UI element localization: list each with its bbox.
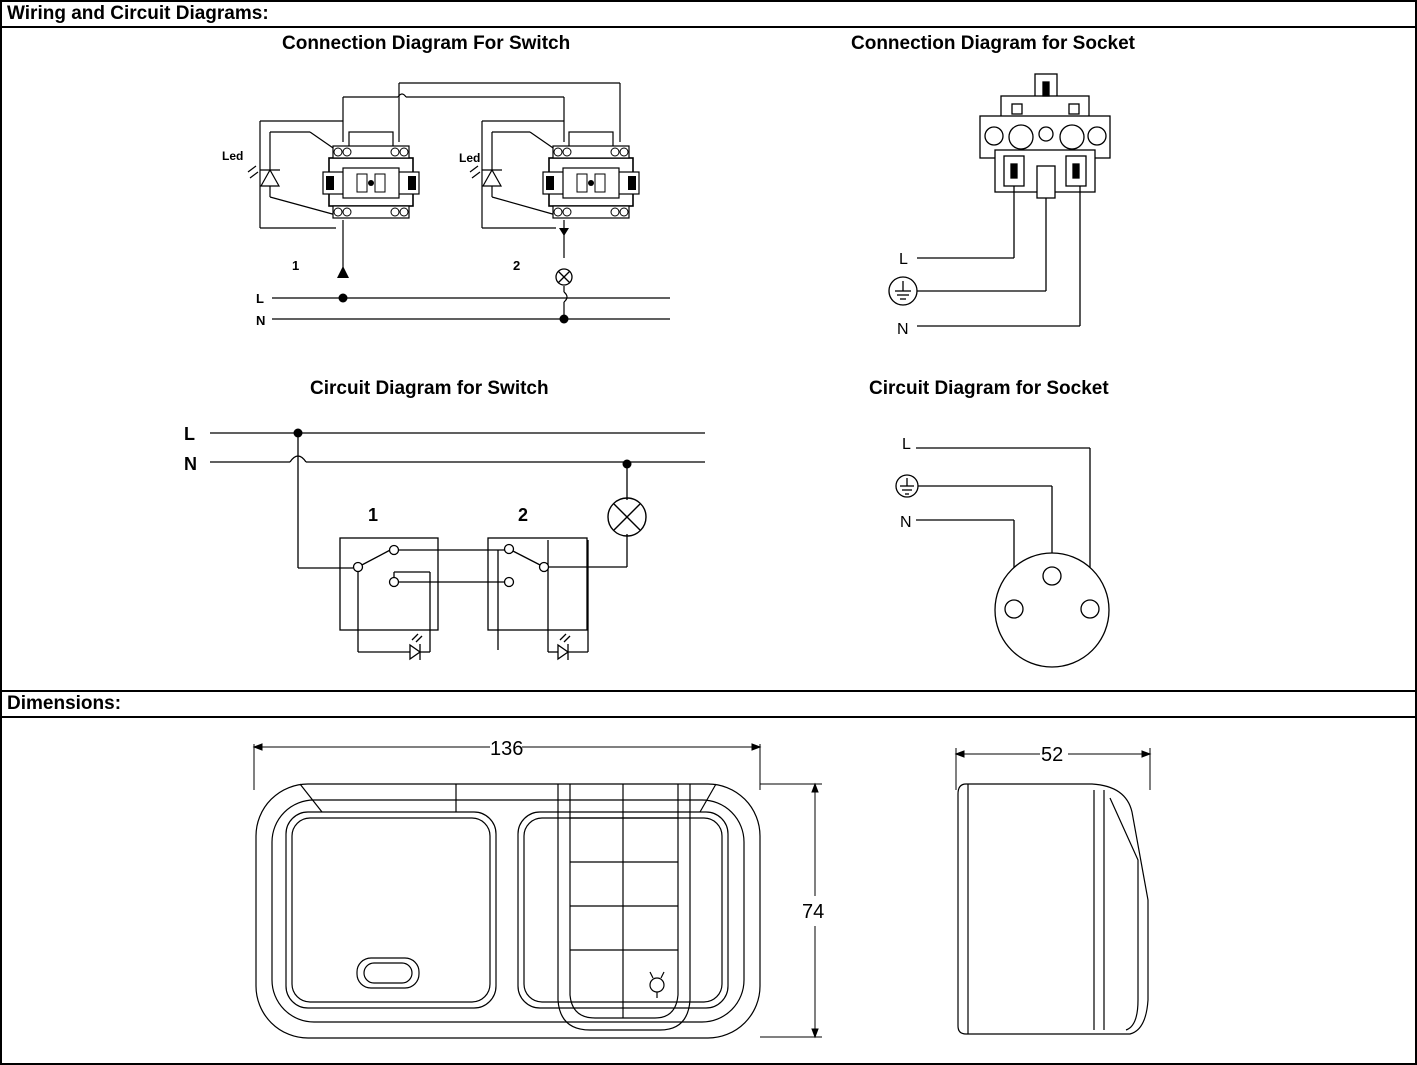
- lamp-icon: [555, 268, 573, 286]
- line-junction: [338, 293, 348, 303]
- led-1-label: Led: [222, 149, 243, 163]
- socket-connection-wires: [917, 186, 1081, 327]
- conn-socket-neutral-label: N: [897, 321, 909, 338]
- front-view-outline: [255, 783, 761, 1039]
- front-view-dimension-lines: [252, 743, 822, 1039]
- connection-switch-title: Connection Diagram For Switch: [282, 33, 571, 54]
- circuit-socket-line-label: L: [902, 436, 911, 453]
- conn-socket-line-label: L: [899, 251, 908, 268]
- conn-switch-neutral-label: N: [256, 313, 265, 328]
- side-view-dimension-lines: [954, 748, 1152, 790]
- circuit-led-2-icon: [557, 633, 571, 661]
- switch-2-number: 2: [513, 258, 520, 273]
- circuit-switch-line-label: L: [184, 424, 195, 444]
- circuit-switch-1-number: 1: [368, 505, 378, 525]
- height-dimension: 74: [802, 901, 824, 923]
- neutral-junction: [559, 314, 569, 324]
- circuit-lamp-icon: [607, 497, 647, 537]
- circuit-switch-wires: [210, 432, 705, 653]
- connection-switch-diagram: [259, 82, 670, 320]
- load-arrow-icon: [559, 228, 569, 236]
- circuit-switch-2-number: 2: [518, 505, 528, 525]
- earth-icon: [888, 276, 918, 306]
- circuit-neutral-junction: [622, 459, 632, 469]
- circuit-earth-icon: [895, 474, 919, 498]
- switch-1-number: 1: [292, 258, 299, 273]
- switch-1-module: [322, 131, 420, 219]
- circuit-led-1-icon: [409, 633, 423, 661]
- circuit-socket-neutral-label: N: [900, 514, 912, 531]
- width-dimension: 136: [490, 738, 523, 760]
- circuit-switch-title: Circuit Diagram for Switch: [310, 378, 549, 399]
- circuit-line-junction: [293, 428, 303, 438]
- wiring-section-header: Wiring and Circuit Diagrams:: [0, 0, 1417, 28]
- circuit-switch-contacts: [352, 543, 550, 588]
- switch-2-module: [542, 131, 640, 219]
- dimensions-section-frame: [0, 716, 1417, 1065]
- connection-socket-title: Connection Diagram for Socket: [851, 33, 1135, 54]
- side-view-outline: [957, 783, 1149, 1035]
- circuit-socket-title: Circuit Diagram for Socket: [869, 378, 1109, 399]
- led-2-label: Led: [459, 151, 480, 165]
- led-2-icon: [469, 165, 503, 187]
- circuit-switch-neutral-label: N: [184, 454, 197, 474]
- plug-icon: [649, 971, 665, 998]
- circuit-socket-face: [994, 552, 1110, 668]
- depth-dimension: 52: [1041, 744, 1063, 766]
- socket-module: [979, 73, 1111, 199]
- conn-switch-line-label: L: [256, 291, 264, 306]
- led-1-icon: [247, 165, 281, 187]
- line-arrow-icon: [337, 266, 349, 278]
